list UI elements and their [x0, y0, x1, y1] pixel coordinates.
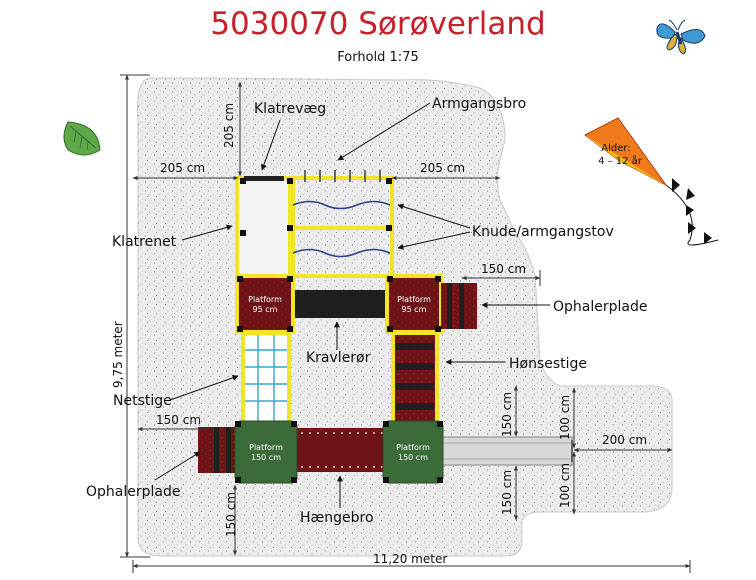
dim-150-slide-top: 150 cm — [500, 392, 514, 437]
dim-150-right: 150 cm — [481, 262, 526, 276]
label-klatrevaeg: Klatrevæg — [254, 101, 326, 117]
dim-205-right: 205 cm — [420, 161, 465, 175]
butterfly-icon — [656, 19, 706, 55]
crawl-tube — [295, 290, 387, 318]
dim-975: 9,75 meter — [111, 321, 125, 388]
platform-2-title: Platform — [397, 295, 431, 304]
dim-100-bottom: 100 cm — [558, 463, 572, 508]
dim-205-left: 205 cm — [160, 161, 205, 175]
label-honsestige: Hønsestige — [509, 356, 587, 372]
label-knude: Knude/armgangstov — [472, 224, 614, 240]
hanging-bridge — [295, 428, 385, 472]
platform-1-height: 95 cm — [253, 305, 278, 314]
climbing-frame — [235, 170, 394, 278]
dim-150-bottom-left: 150 cm — [224, 492, 238, 537]
platform-3-title: Platform — [249, 443, 283, 452]
dim-1120: 11,20 meter — [373, 552, 447, 566]
platform-right-lower — [382, 420, 444, 484]
page-title: 5030070 Sørøverland — [210, 6, 546, 42]
dim-200: 200 cm — [602, 433, 647, 447]
platform-left-upper — [235, 274, 295, 334]
age-label: Alder: — [601, 143, 630, 154]
platform-4-title: Platform — [396, 443, 430, 452]
climbing-wall — [244, 176, 284, 181]
leaf-icon — [63, 121, 101, 156]
label-klatrenet: Klatrenet — [112, 234, 177, 250]
platform-3-height: 150 cm — [251, 453, 281, 462]
kite-icon: Alder: 4 – 12 år — [584, 117, 719, 246]
label-ophalerplade-right: Ophalerplade — [553, 299, 647, 315]
label-netstige: Netstige — [113, 393, 172, 409]
dim-100-top: 100 cm — [558, 395, 572, 440]
label-haengebro: Hængebro — [300, 510, 374, 526]
scale-text: Forhold 1:75 — [337, 50, 419, 65]
label-ophalerplade-left: Ophalerplade — [86, 484, 180, 500]
dim-205-vertical: 205 cm — [222, 103, 236, 148]
dim-150-left: 150 cm — [156, 413, 201, 427]
platform-4-height: 150 cm — [398, 453, 428, 462]
slide — [436, 436, 573, 466]
age-range: 4 – 12 år — [598, 154, 643, 167]
chicken-ladder — [391, 331, 439, 425]
label-armgangsbro: Armgangsbro — [432, 96, 526, 112]
platform-right-upper — [385, 274, 443, 334]
dim-150-slide-bottom: 150 cm — [500, 470, 514, 515]
haul-plank-left — [198, 427, 238, 473]
label-kravleror: Kravlerør — [306, 350, 371, 366]
haul-plank-right — [441, 283, 477, 329]
platform-left-lower — [234, 420, 298, 484]
platform-1-title: Platform — [248, 295, 282, 304]
net-ladder — [241, 331, 291, 425]
platform-2-height: 95 cm — [402, 305, 427, 314]
